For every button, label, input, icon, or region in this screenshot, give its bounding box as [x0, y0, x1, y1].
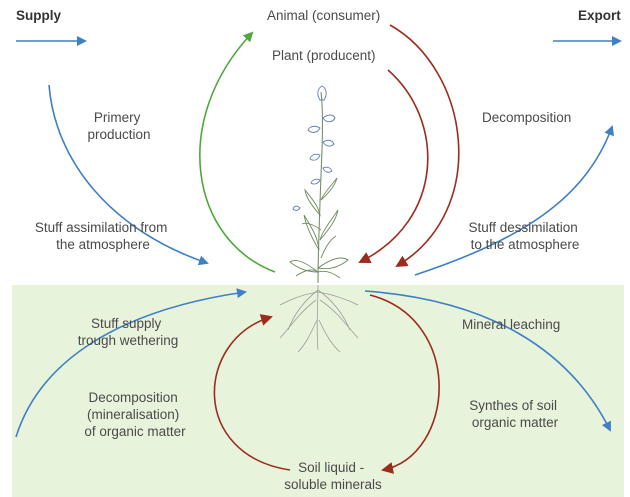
plant-roots [279, 284, 359, 353]
soil-liquid-release-arrow [369, 294, 440, 474]
animal-decomposition-arrow [389, 24, 460, 268]
stuff-dessimilation-label: Stuff dessimilation to the atmosphere [468, 220, 581, 252]
soil-liquid-uptake-arrow [213, 314, 291, 471]
weathering-supply-arrow [15, 288, 247, 438]
animal-label: Animal (consumer) [267, 8, 380, 23]
mineral-leaching-label: Mineral leaching [462, 317, 560, 332]
plant-uptake-arrow [199, 31, 276, 273]
export-label: Export [578, 8, 621, 23]
primary-production-arrow [48, 84, 209, 266]
decomposition-top-label: Decomposition [482, 110, 571, 125]
synthes-label: Synthes of soil organic matter [469, 398, 561, 430]
decomposition-export-arrow [414, 125, 614, 276]
decomposition-mineral-label: Decomposition (mineralisation) of organi… [84, 390, 186, 439]
stuff-supply-label: Stuff supply trough wethering [78, 316, 179, 348]
mineral-leaching-arrow [364, 290, 611, 432]
soil-liquid-label: Soil liquid - soluble minerals [284, 460, 382, 492]
plant-decomposition-arrow [358, 69, 429, 263]
plant-illustration [289, 85, 349, 284]
supply-label: Supply [16, 8, 61, 23]
primary-production-label: Primery production [87, 110, 150, 142]
soil-zone [12, 285, 624, 497]
plant-label: Plant (producent) [272, 48, 376, 63]
stuff-assimilation-label: Stuff assimilation from the atmosphere [35, 220, 171, 252]
